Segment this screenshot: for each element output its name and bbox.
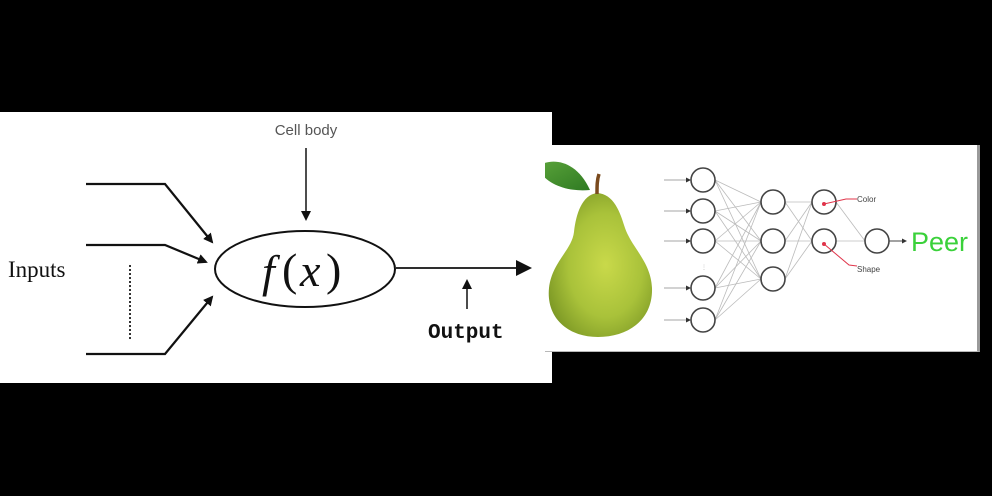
input-arrow-3 [86,295,214,356]
input-node [690,307,716,333]
neuron-diagram-panel: Inputs Cell body f ( x ) Output [0,112,552,383]
neuron-diagram: Inputs Cell body f ( x ) Output [8,122,532,356]
feature-label-color: Color [857,195,876,204]
cell-body-label: Cell body [275,122,338,139]
input-node [690,167,716,193]
pear-body [548,193,653,337]
input-node [690,275,716,301]
pear-leaf [545,161,590,191]
output-label: Output [428,322,504,345]
input-arrow-2 [86,243,208,264]
pear-image [545,161,653,337]
input-node [690,228,716,254]
hidden-node [760,189,786,215]
more-nodes-ellipsis: ⋮ [701,265,707,271]
hidden-node [760,228,786,254]
pear-stem [595,173,601,195]
pear-classifier-panel: ⋮ Color Shape Peer [545,145,980,352]
function-x: x [299,245,321,296]
prediction-label: Peer [911,227,968,257]
network-input-lines [664,177,691,323]
network-nodes [690,167,890,333]
function-open-paren: ( [282,244,297,295]
output-node [864,228,890,254]
function-close-paren: ) [326,244,341,295]
inputs-label: Inputs [8,257,66,282]
input-arrow-1 [86,182,214,244]
input-arrows [86,182,214,356]
feature-label-shape: Shape [857,265,881,274]
hidden-node [760,266,786,292]
pear-network-diagram: ⋮ Color Shape Peer [545,161,968,337]
feature-node-shape [811,228,837,254]
cell-body-ellipse [214,230,396,308]
input-node [690,198,716,224]
feature-markers [822,198,858,267]
network-edges [714,179,866,321]
